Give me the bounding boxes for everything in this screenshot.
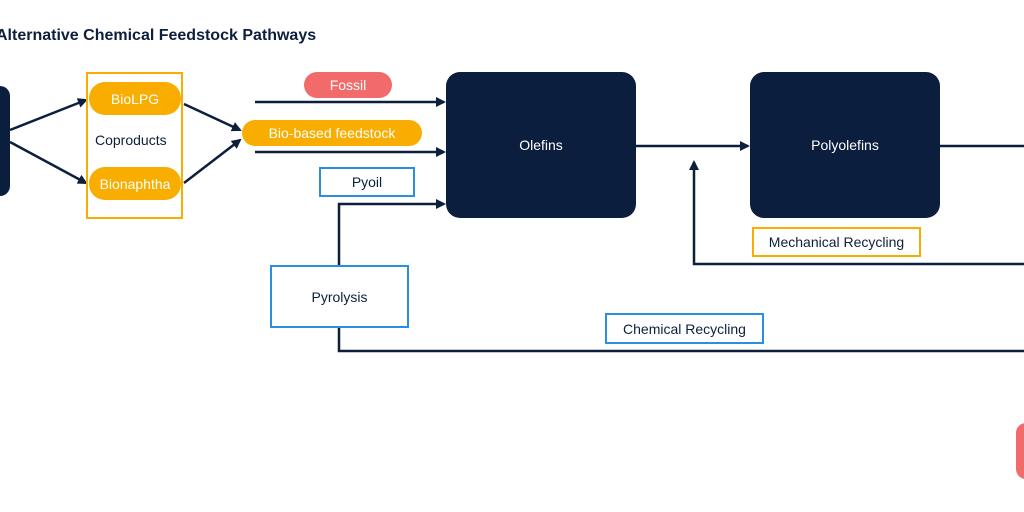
bionaphtha-pill: Bionaphtha (89, 167, 181, 200)
arrow-pyrolysis-to-olefins (337, 199, 446, 266)
coproducts-label: Coproducts (95, 132, 167, 148)
chemical-recycling-label: Chemical Recycling (605, 313, 764, 344)
diagram-title: Alternative Chemical Feedstock Pathways (0, 27, 317, 44)
pyoil-box: Pyoil (319, 167, 415, 197)
arrow-source-to-biolpg (9, 98, 88, 132)
polyolefins-box: Polyolefins (750, 72, 940, 218)
olefins-box: Olefins (446, 72, 636, 218)
line-chemical-recycling-loop (337, 327, 1024, 353)
fossil-pill: Fossil (304, 72, 392, 98)
mechanical-recycling-label: Mechanical Recycling (752, 227, 921, 257)
coproducts-group (86, 72, 183, 219)
arrow-bionaphtha-to-biobased (183, 138, 242, 184)
biolpg-pill: BioLPG (89, 82, 181, 115)
arrow-biolpg-to-biobased (183, 102, 242, 132)
partial-red-shape (1016, 423, 1024, 479)
source-box-partial (0, 86, 10, 196)
arrow-mechanical-recycling-loop (689, 160, 1024, 266)
arrow-source-to-bionaphtha (9, 140, 88, 185)
biobased-feedstock-pill: Bio-based feedstock (242, 120, 422, 146)
pyrolysis-box: Pyrolysis (270, 265, 409, 328)
